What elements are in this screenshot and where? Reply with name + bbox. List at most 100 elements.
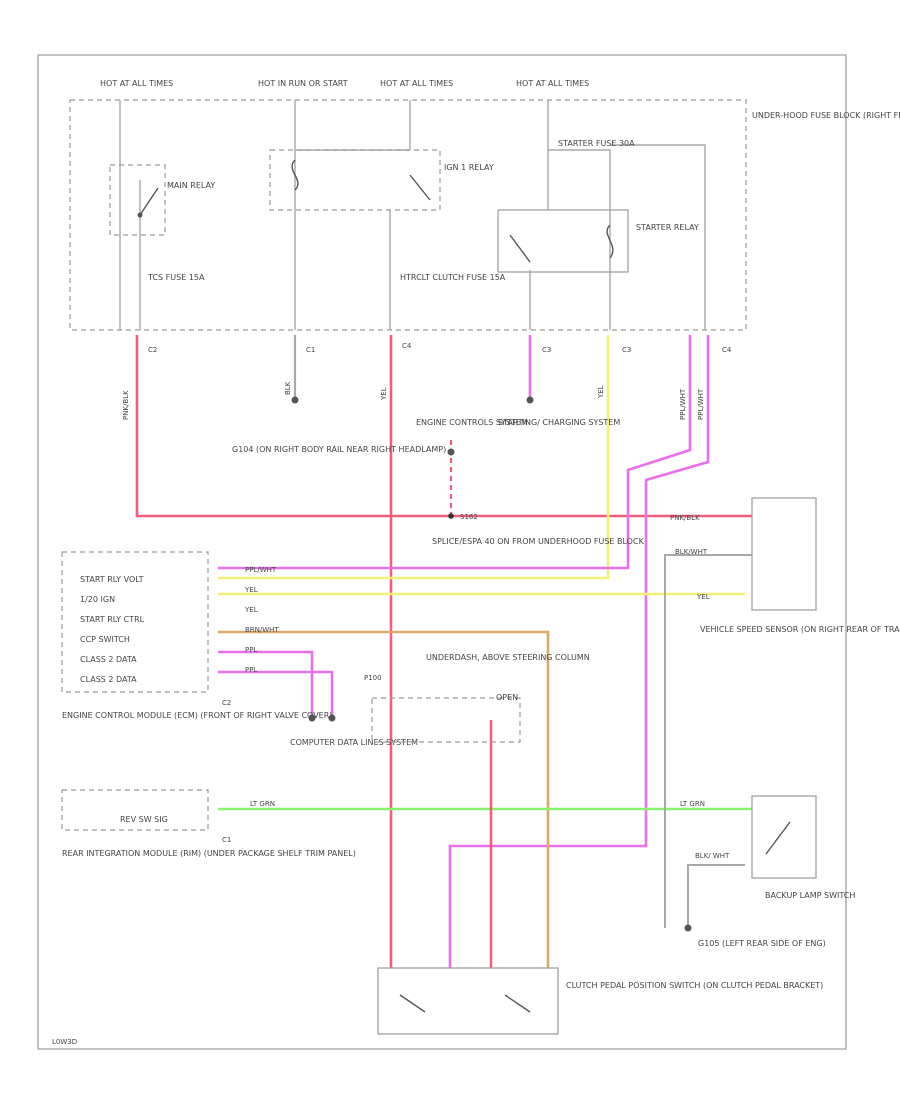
wire-blk-wht-backup bbox=[687, 864, 745, 928]
wire-label-6: PPL/WHT bbox=[697, 388, 705, 420]
vss-box bbox=[751, 497, 817, 611]
starting-connector bbox=[526, 396, 534, 404]
fuse-line-7 bbox=[610, 144, 706, 330]
ecm-connector: C2 bbox=[222, 699, 231, 707]
rim-connector: C1 bbox=[222, 836, 231, 844]
starter-relay-box bbox=[497, 209, 629, 273]
wire-label-3: YEL bbox=[380, 387, 388, 401]
ground-g105-label: G105 (LEFT REAR SIDE OF ENG) bbox=[698, 939, 826, 948]
hot-label-4: HOT AT ALL TIMES bbox=[516, 79, 589, 88]
backup-switch-contact bbox=[765, 821, 791, 855]
ecm-pin-4: CCP SWITCH bbox=[80, 635, 130, 644]
starter-relay-switch bbox=[509, 234, 531, 263]
splice-dot bbox=[448, 513, 454, 519]
diagram-frame bbox=[37, 54, 847, 1050]
wire-ppl-data-1 bbox=[218, 650, 314, 718]
ecm-wire-label-4: BRN/WHT bbox=[245, 626, 279, 634]
footer-id: L0W3D bbox=[52, 1038, 77, 1046]
ecm-wire-label-1: PPL/WHT bbox=[245, 566, 277, 574]
vss-wire-label-3: YEL bbox=[696, 593, 710, 601]
vss-wire-label-1: PNK/BLK bbox=[670, 514, 700, 522]
starting-label: STARTING/ CHARGING SYSTEM bbox=[498, 418, 620, 427]
data-line-connector-2 bbox=[328, 714, 336, 722]
fuse-block-label: UNDER-HOOD FUSE BLOCK (RIGHT FRONT OF EN… bbox=[752, 111, 900, 120]
ground-g105-symbol bbox=[684, 924, 692, 932]
fuse-line-3 bbox=[295, 100, 411, 151]
hot-label-1: HOT AT ALL TIMES bbox=[100, 79, 173, 88]
underdash-conn: P100 bbox=[364, 674, 382, 682]
ecm-wire-label-5: PPL bbox=[245, 646, 257, 654]
main-relay-switch bbox=[139, 187, 159, 216]
wire-ppl-wht-2 bbox=[448, 335, 710, 968]
ground-g104-symbol bbox=[291, 396, 299, 404]
backup-switch-box bbox=[751, 795, 817, 879]
rim-pin-label: REV SW SIG bbox=[120, 815, 168, 824]
backup-wire-label: BLK/ WHT bbox=[695, 852, 730, 860]
main-relay-label: MAIN RELAY bbox=[167, 181, 215, 190]
ecm-pin-1: START RLY VOLT bbox=[80, 575, 144, 584]
starter-relay-coil bbox=[606, 224, 614, 259]
wire-blk-wht-vss bbox=[664, 554, 752, 928]
ecs-connector bbox=[447, 448, 455, 456]
clutch-switch-1 bbox=[399, 994, 426, 1013]
ecm-pin-6: CLASS 2 DATA bbox=[80, 675, 137, 684]
ecm-wire-label-6: PPL bbox=[245, 666, 257, 674]
wire-label-2: BLK bbox=[284, 381, 292, 395]
fuse-label-1: TCS FUSE 15A bbox=[147, 273, 205, 282]
ecm-pin-5: CLASS 2 DATA bbox=[80, 655, 137, 664]
fuse-line-5 bbox=[547, 100, 611, 330]
wire-ppl-wht-1 bbox=[218, 335, 692, 570]
ecm-wire-label-2: YEL bbox=[244, 586, 258, 594]
pin-label-2: C1 bbox=[306, 346, 315, 354]
pin-label-4: C3 bbox=[542, 346, 551, 354]
splice-id: S162 bbox=[460, 513, 478, 521]
wire-ppl-data-2 bbox=[218, 670, 334, 718]
ecm-wire-label-3: YEL bbox=[244, 606, 258, 614]
hot-label-2: HOT IN RUN OR START bbox=[258, 79, 348, 88]
clutch-switch-box bbox=[377, 967, 559, 1035]
fuse-label-2: HTRCLT CLUTCH FUSE 15A bbox=[400, 273, 506, 282]
clutch-switch-2 bbox=[504, 994, 531, 1013]
pin-label-3: C4 bbox=[402, 342, 412, 350]
pin-label-1: C2 bbox=[148, 346, 157, 354]
rim-box bbox=[61, 789, 209, 831]
pin-label-6: C4 bbox=[722, 346, 732, 354]
ign1-relay-switch bbox=[409, 174, 431, 201]
ign1-relay-coil bbox=[291, 159, 299, 191]
clutch-label: CLUTCH PEDAL POSITION SWITCH (ON CLUTCH … bbox=[566, 981, 823, 990]
wire-label-1: PNK/BLK bbox=[122, 390, 130, 420]
ign1-relay-box bbox=[269, 149, 441, 211]
splice-note: SPLICE/ESPA 40 ON FROM UNDERHOOD FUSE BL… bbox=[432, 537, 645, 546]
rim-wire-label: LT GRN bbox=[250, 800, 275, 808]
data-lines-label: COMPUTER DATA LINES SYSTEM bbox=[290, 738, 418, 747]
backup-label: BACKUP LAMP SWITCH bbox=[765, 891, 855, 900]
ecm-box bbox=[61, 551, 209, 693]
hot-label-3: HOT AT ALL TIMES bbox=[380, 79, 453, 88]
fuse-label-3: STARTER FUSE 30A bbox=[558, 139, 635, 148]
wire-label-5: PPL/WHT bbox=[679, 388, 687, 420]
ecm-pin-3: START RLY CTRL bbox=[80, 615, 145, 624]
ecm-pin-2: 1/20 IGN bbox=[80, 595, 115, 604]
ign1-relay-label: IGN 1 RELAY bbox=[444, 163, 494, 172]
underdash-label: UNDERDASH, ABOVE STEERING COLUMN bbox=[426, 653, 590, 662]
vss-label: VEHICLE SPEED SENSOR (ON RIGHT REAR OF T… bbox=[700, 625, 900, 634]
pin-label-5: C3 bbox=[622, 346, 631, 354]
underdash-box bbox=[371, 697, 521, 743]
main-relay-pivot bbox=[137, 212, 143, 218]
fuse-block-outline bbox=[69, 99, 747, 331]
wire-label-4: YEL bbox=[597, 385, 605, 399]
main-relay-box bbox=[109, 164, 166, 236]
vss-wire-label-2: BLK/WHT bbox=[675, 548, 708, 556]
ecm-label: ENGINE CONTROL MODULE (ECM) (FRONT OF RI… bbox=[62, 711, 332, 720]
wire-yel-ecm bbox=[218, 335, 610, 580]
starter-relay-label: STARTER RELAY bbox=[636, 223, 699, 232]
wire-brn-wht bbox=[218, 630, 550, 968]
ecs-label: ENGINE CONTROLS SYSTEM bbox=[416, 418, 528, 427]
wire-pnk-blk-main bbox=[135, 335, 752, 518]
rim-label: REAR INTEGRATION MODULE (RIM) (UNDER PAC… bbox=[62, 849, 356, 858]
underdash-open: OPEN bbox=[496, 693, 518, 702]
rim-wire-label-right: LT GRN bbox=[680, 800, 705, 808]
ground-g104-label: G104 (ON RIGHT BODY RAIL NEAR RIGHT HEAD… bbox=[232, 445, 446, 454]
data-line-connector-1 bbox=[308, 714, 316, 722]
